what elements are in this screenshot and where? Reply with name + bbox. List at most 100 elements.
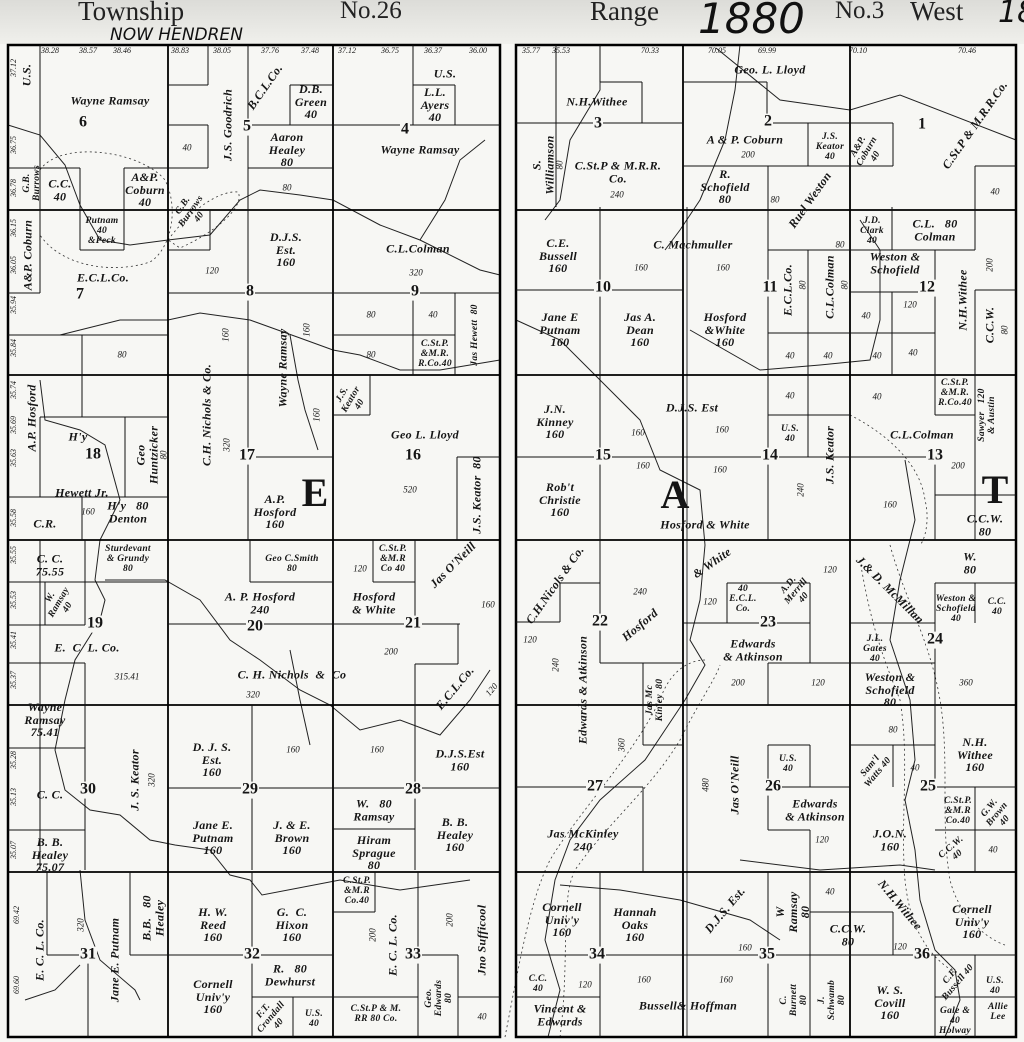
owner-label: J.S. Keator 40	[815, 132, 845, 162]
handwritten-year: 1880	[698, 0, 805, 43]
owner-label: H'y 80 Denton	[107, 498, 149, 525]
acreage-label: 40	[823, 350, 833, 361]
acreage-label: 120	[353, 563, 367, 574]
owner-label: N.H.Withee	[566, 94, 628, 109]
owner-label: 40 E.C.L. Co.	[729, 584, 757, 614]
acreage-label: 160	[716, 262, 730, 273]
owner-label: Wayne Ramsay	[70, 93, 150, 108]
owner-label: Weston & Schofield 80	[864, 670, 916, 710]
owner-label: A&P. Coburn 40	[125, 170, 165, 210]
acreage-label: 200	[741, 149, 755, 160]
owner-label: D.B. Green 40	[294, 82, 328, 122]
section-number: 20	[246, 617, 264, 636]
acreage-label: 520	[403, 484, 417, 495]
marsh-outline	[859, 559, 961, 976]
owner-label: H'y	[68, 429, 88, 444]
acreage-label: 40	[872, 350, 882, 361]
margin-acreage: 38.28	[41, 45, 59, 55]
acreage-label: 40	[785, 350, 795, 361]
margin-acreage: 37.12	[338, 45, 356, 55]
river	[289, 649, 311, 746]
acreage-label: 240	[633, 586, 647, 597]
section-number: 24	[926, 630, 944, 649]
section-number: 14	[761, 446, 779, 465]
owner-label: Geo C.Smith 80	[265, 554, 319, 574]
acreage-label: 40	[477, 1011, 487, 1022]
owner-label: C.St.P. &M.R Co.40	[943, 796, 973, 826]
owner-label: Wayne Ramsay	[380, 142, 460, 157]
owner-label: E.C.L.Co.	[780, 263, 795, 317]
owner-label: Sturdevant & Grundy 80	[105, 544, 151, 574]
river	[739, 859, 936, 871]
owner-label: Hewett Jr.	[55, 485, 109, 500]
owner-label: Wayne Ramsay 75.41	[24, 700, 66, 740]
margin-acreage: 69.99	[758, 45, 776, 55]
margin-acreage: 36.15	[8, 219, 18, 237]
owner-label: Sawyer 120 & Austin	[977, 388, 997, 442]
acreage-label: 160	[301, 323, 312, 337]
owner-label: Jane E. Putnam 160	[192, 818, 234, 858]
section-number: 9	[410, 282, 420, 301]
owner-label: J. & E. Brown 160	[273, 818, 311, 858]
margin-acreage: 35.37	[8, 671, 18, 689]
acreage-label: 200	[984, 258, 995, 272]
acreage-label: 160	[715, 424, 729, 435]
owner-label: J.S. Goodrich	[220, 88, 235, 162]
acreage-label: 120	[205, 265, 219, 276]
owner-label: Jane E Putnam 160	[539, 310, 581, 350]
owner-label: Jas Mc Kinley 80	[645, 678, 665, 722]
margin-acreage: 35.58	[8, 509, 18, 527]
owner-label: A.P. Hosford	[24, 384, 39, 452]
acreage-label: 240	[550, 658, 561, 672]
owner-label: N.H.Withee	[955, 269, 970, 331]
acreage-label: 120	[523, 634, 537, 645]
section-number: 26	[764, 777, 782, 796]
owner-label: C.C. 40	[987, 597, 1007, 617]
acreage-label: 40	[428, 309, 438, 320]
owner-label: J.S. Keator 80	[469, 456, 484, 534]
owner-label: Rob't Christie 160	[539, 480, 581, 520]
acreage-label: 200	[384, 646, 398, 657]
owner-label: U.S. 40	[985, 976, 1005, 996]
owner-label: W. 80 Ramsay	[353, 796, 395, 823]
owner-label: C.C.W.	[982, 306, 997, 344]
owner-label: E.C.L.Co.	[76, 270, 130, 285]
handwritten-corner-number: 18	[998, 0, 1024, 30]
handwritten-township-name: NOW HENDREN	[110, 25, 243, 45]
margin-acreage: 36.37	[424, 45, 442, 55]
owner-label: W. 80	[963, 549, 977, 576]
margin-acreage: 35.13	[8, 788, 18, 806]
river	[7, 124, 501, 276]
margin-acreage: 35.77	[522, 45, 540, 55]
river	[79, 869, 141, 1001]
owner-label: Hosford & White	[660, 517, 750, 532]
section-number: 23	[759, 613, 777, 632]
section-number: 18	[84, 445, 102, 464]
acreage-label: 120	[703, 596, 717, 607]
owner-label: A. P. Hosford 240	[224, 589, 296, 616]
acreage-label: 480	[700, 778, 711, 792]
section-number: 31	[79, 945, 97, 964]
acreage-label: 80	[835, 239, 845, 250]
section-number: 2	[763, 112, 773, 131]
margin-acreage: 35.63	[8, 449, 18, 467]
margin-acreage: 37.76	[261, 45, 279, 55]
section-number: 29	[241, 780, 259, 799]
acreage-label: 40	[910, 762, 920, 773]
owner-label: Geo. L. Lloyd	[734, 62, 806, 77]
owner-label: N.H. Withee 160	[956, 735, 994, 775]
owner-label: C.E. Bussell 160	[538, 236, 578, 276]
owner-label: U.S.	[433, 66, 457, 81]
owner-label: B.B. 80 Healey	[139, 895, 166, 941]
owner-label: C.St.P. &M.R Co.40	[342, 876, 372, 906]
margin-acreage: 69.42	[11, 906, 21, 924]
section-number: 21	[404, 614, 422, 633]
owner-label: C. Burnett 80	[779, 983, 809, 1017]
owner-label: R. 80 Dewhurst	[264, 961, 316, 988]
acreage-label: 120	[903, 299, 917, 310]
owner-label: Hosford &White 160	[703, 310, 747, 350]
section-number: 6	[78, 113, 88, 132]
owner-label: Wayne Ramsay	[275, 328, 290, 408]
section-number: 3	[593, 114, 603, 133]
